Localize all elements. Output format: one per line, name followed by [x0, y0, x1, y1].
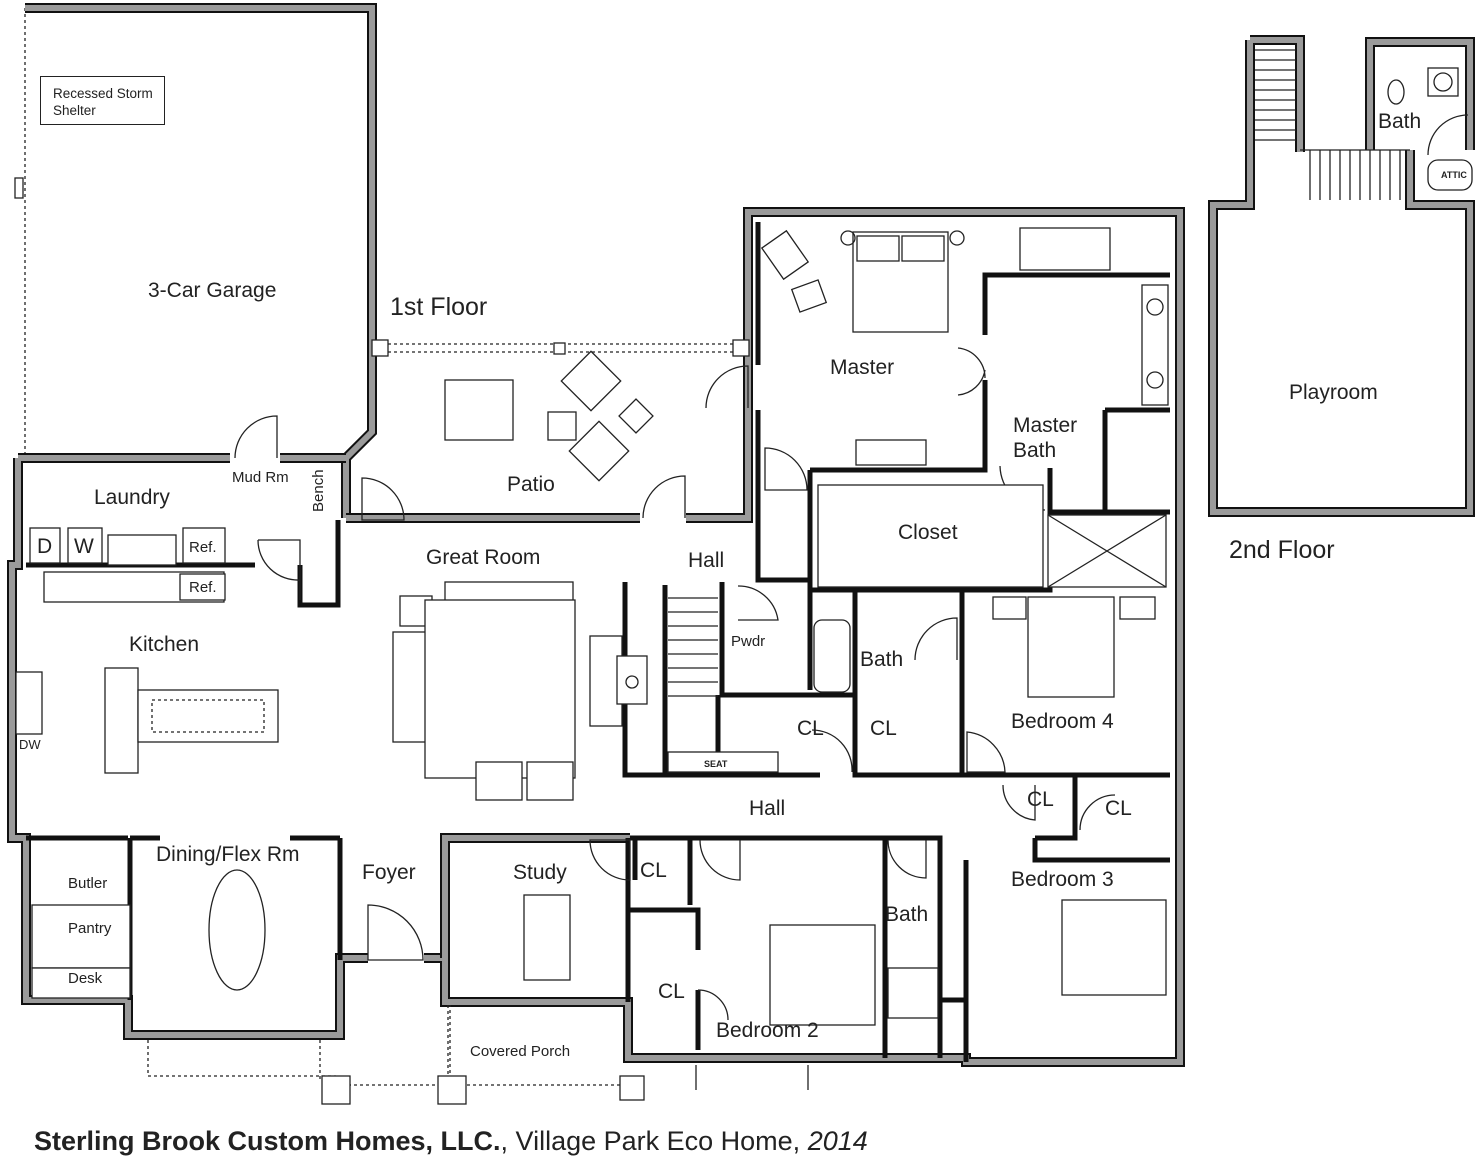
room-label-pantry: Pantry [68, 920, 112, 937]
exterior-walls [7, 207, 1185, 1067]
room-label-study: Study [513, 861, 567, 884]
room-label-butler: Butler [68, 875, 108, 892]
room-label-cl-study: CL [640, 859, 667, 882]
room-label-master: Master [830, 356, 895, 379]
room-label-foyer: Foyer [362, 861, 416, 884]
washer-label: W [74, 535, 94, 558]
room-label-master-bath: Master [1013, 414, 1078, 437]
laundry-ref-label: Ref. [189, 539, 217, 556]
room-label-kitchen: Kitchen [129, 633, 200, 656]
floor1-label: 1st Floor [390, 293, 488, 321]
room-label-cl-b2: CL [658, 980, 685, 1003]
seat-label: SEAT [704, 759, 728, 769]
footer-project: , Village Park Eco Home, [500, 1126, 808, 1156]
storm-shelter-label: Recessed Storm Shelter [53, 86, 153, 118]
room-label-pwdr: Pwdr [731, 633, 766, 650]
bench-label: Bench [310, 469, 327, 512]
room-label-cl-bath: CL [870, 717, 897, 740]
room-label-great-room: Great Room [426, 546, 541, 569]
floor2-label: 2nd Floor [1229, 536, 1335, 564]
room-label-cl-stair: CL [797, 717, 824, 740]
room-label-closet: Closet [898, 521, 958, 544]
room-label-cl-b4: CL [1027, 788, 1054, 811]
garage-walls [14, 3, 377, 518]
room-label-bedroom2: Bedroom 2 [716, 1019, 819, 1042]
room-label-hall-lower: Hall [749, 797, 786, 820]
room-label-desk: Desk [68, 970, 103, 987]
room-label-garage: 3-Car Garage [148, 279, 277, 302]
room-label-covered-porch: Covered Porch [470, 1043, 571, 1060]
room-label-hall-upper: Hall [688, 549, 725, 572]
dishwasher-label: DW [19, 737, 41, 752]
room-label-bath-2nd: Bath [1378, 110, 1422, 133]
room-label-bedroom3: Bedroom 3 [1011, 868, 1114, 891]
second-floor-walls [1208, 35, 1475, 517]
room-label-patio: Patio [507, 473, 555, 496]
room-label-bedroom4: Bedroom 4 [1011, 710, 1114, 733]
dryer-label: D [37, 535, 53, 558]
footer-caption: Sterling Brook Custom Homes, LLC., Villa… [34, 1126, 868, 1157]
room-label-bath-upper: Bath [860, 648, 904, 671]
stairs [589, 597, 779, 773]
room-label-bath-lower: Bath [885, 903, 929, 926]
porch-outline [147, 1005, 809, 1105]
attic-label: ATTIC [1441, 170, 1467, 180]
kitchen-ref-label: Ref. [189, 579, 217, 596]
room-label-dining: Dining/Flex Rm [156, 843, 300, 866]
room-label-cl-b3: CL [1105, 797, 1132, 820]
storm-shelter-box: Recessed Storm Shelter [40, 76, 165, 125]
room-label-playroom: Playroom [1289, 381, 1378, 404]
room-label-mud-rm: Mud Rm [232, 469, 289, 486]
room-label-laundry: Laundry [94, 486, 170, 509]
furniture [15, 227, 1169, 1026]
patio-outline [371, 339, 750, 357]
footer-year: 2014 [807, 1126, 868, 1156]
footer-company: Sterling Brook Custom Homes, LLC. [34, 1126, 501, 1156]
room-label-master-bath-2: Bath [1013, 439, 1057, 462]
door-swings [234, 347, 1116, 1021]
